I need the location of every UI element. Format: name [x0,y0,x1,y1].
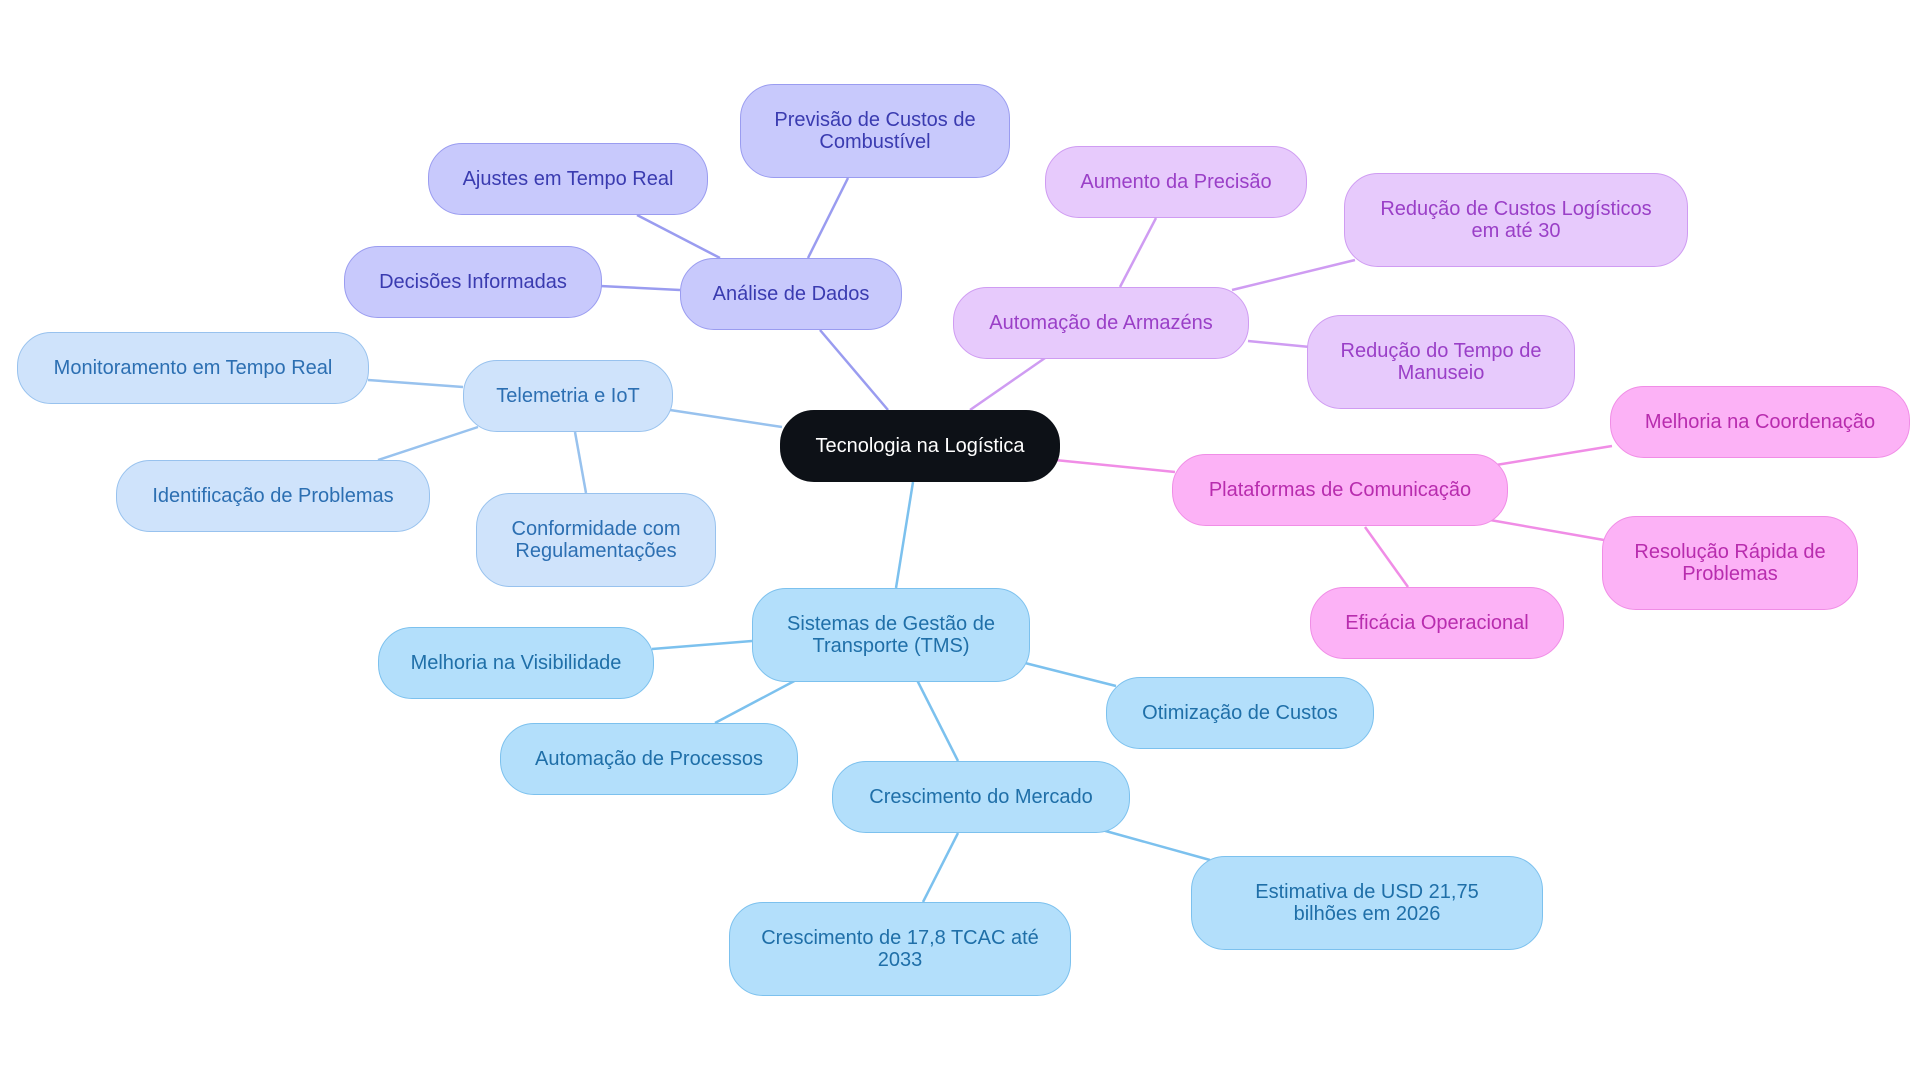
node-analise-dados[interactable]: Análise de Dados [680,258,902,330]
edge-dados-previsao [806,177,850,259]
edge-root-comunicacao [1054,458,1176,474]
node-ajustes-tempo-real[interactable]: Ajustes em Tempo Real [428,143,708,215]
node-crescimento-tcac[interactable]: Crescimento de 17,8 TCAC até 2033 [729,902,1071,996]
node-tms[interactable]: Sistemas de Gestão de Transporte (TMS) [752,588,1030,682]
edge-tms-crescimento [914,677,960,762]
node-previsao-custos-combustivel[interactable]: Previsão de Custos de Combustível [740,84,1010,178]
node-resolucao-rapida[interactable]: Resolução Rápida de Problemas [1602,516,1858,610]
node-melhoria-coordenacao[interactable]: Melhoria na Coordenação [1610,386,1910,458]
node-reducao-tempo-manuseio[interactable]: Redução do Tempo de Manuseio [1307,315,1575,409]
edge-comunicacao-eficacia [1363,526,1410,588]
edge-armazens-precisao [1118,217,1158,288]
edge-telemetria-monitoramento [367,378,464,389]
node-decisoes-informadas[interactable]: Decisões Informadas [344,246,602,318]
edge-crescimento-tcac [921,832,960,903]
node-identificacao-problemas[interactable]: Identificação de Problemas [116,460,430,532]
edge-root-dados [819,329,889,411]
node-aumento-precisao[interactable]: Aumento da Precisão [1045,146,1307,218]
node-crescimento-mercado[interactable]: Crescimento do Mercado [832,761,1130,833]
node-otimizacao-custos[interactable]: Otimização de Custos [1106,677,1374,749]
node-conformidade-regulamentacoes[interactable]: Conformidade com Regulamentações [476,493,716,587]
edge-telemetria-conformidade [573,431,588,494]
node-telemetria-iot[interactable]: Telemetria e IoT [463,360,673,432]
node-melhoria-visibilidade[interactable]: Melhoria na Visibilidade [378,627,654,699]
node-monitoramento-tempo-real[interactable]: Monitoramento em Tempo Real [17,332,369,404]
edge-crescimento-estimativa [1101,828,1211,862]
edge-armazens-reducao-tempo [1247,339,1311,349]
edge-comunicacao-resolucao [1489,518,1605,542]
edge-root-tms [894,481,915,589]
node-automacao-armazens[interactable]: Automação de Armazéns [953,287,1249,359]
edge-telemetria-identificacao [377,425,479,462]
edge-tms-automacao [714,676,801,725]
node-eficacia-operacional[interactable]: Eficácia Operacional [1310,587,1564,659]
edge-armazens-reducao-custos [1231,258,1356,292]
edge-root-telemetria [669,408,783,429]
node-reducao-custos-logisticos[interactable]: Redução de Custos Logísticos em até 30 [1344,173,1688,267]
edge-dados-ajustes [636,213,721,260]
edge-tms-visibilidade [651,639,753,651]
edge-comunicacao-coordenacao [1495,444,1613,467]
node-estimativa-usd[interactable]: Estimativa de USD 21,75 bilhões em 2026 [1191,856,1543,950]
edge-root-armazens [969,356,1046,412]
edge-dados-decisoes [599,284,681,292]
edge-tms-custos [1024,661,1117,688]
node-plataformas-comunicacao[interactable]: Plataformas de Comunicação [1172,454,1508,526]
root-node[interactable]: Tecnologia na Logística [780,410,1060,482]
node-automacao-processos[interactable]: Automação de Processos [500,723,798,795]
